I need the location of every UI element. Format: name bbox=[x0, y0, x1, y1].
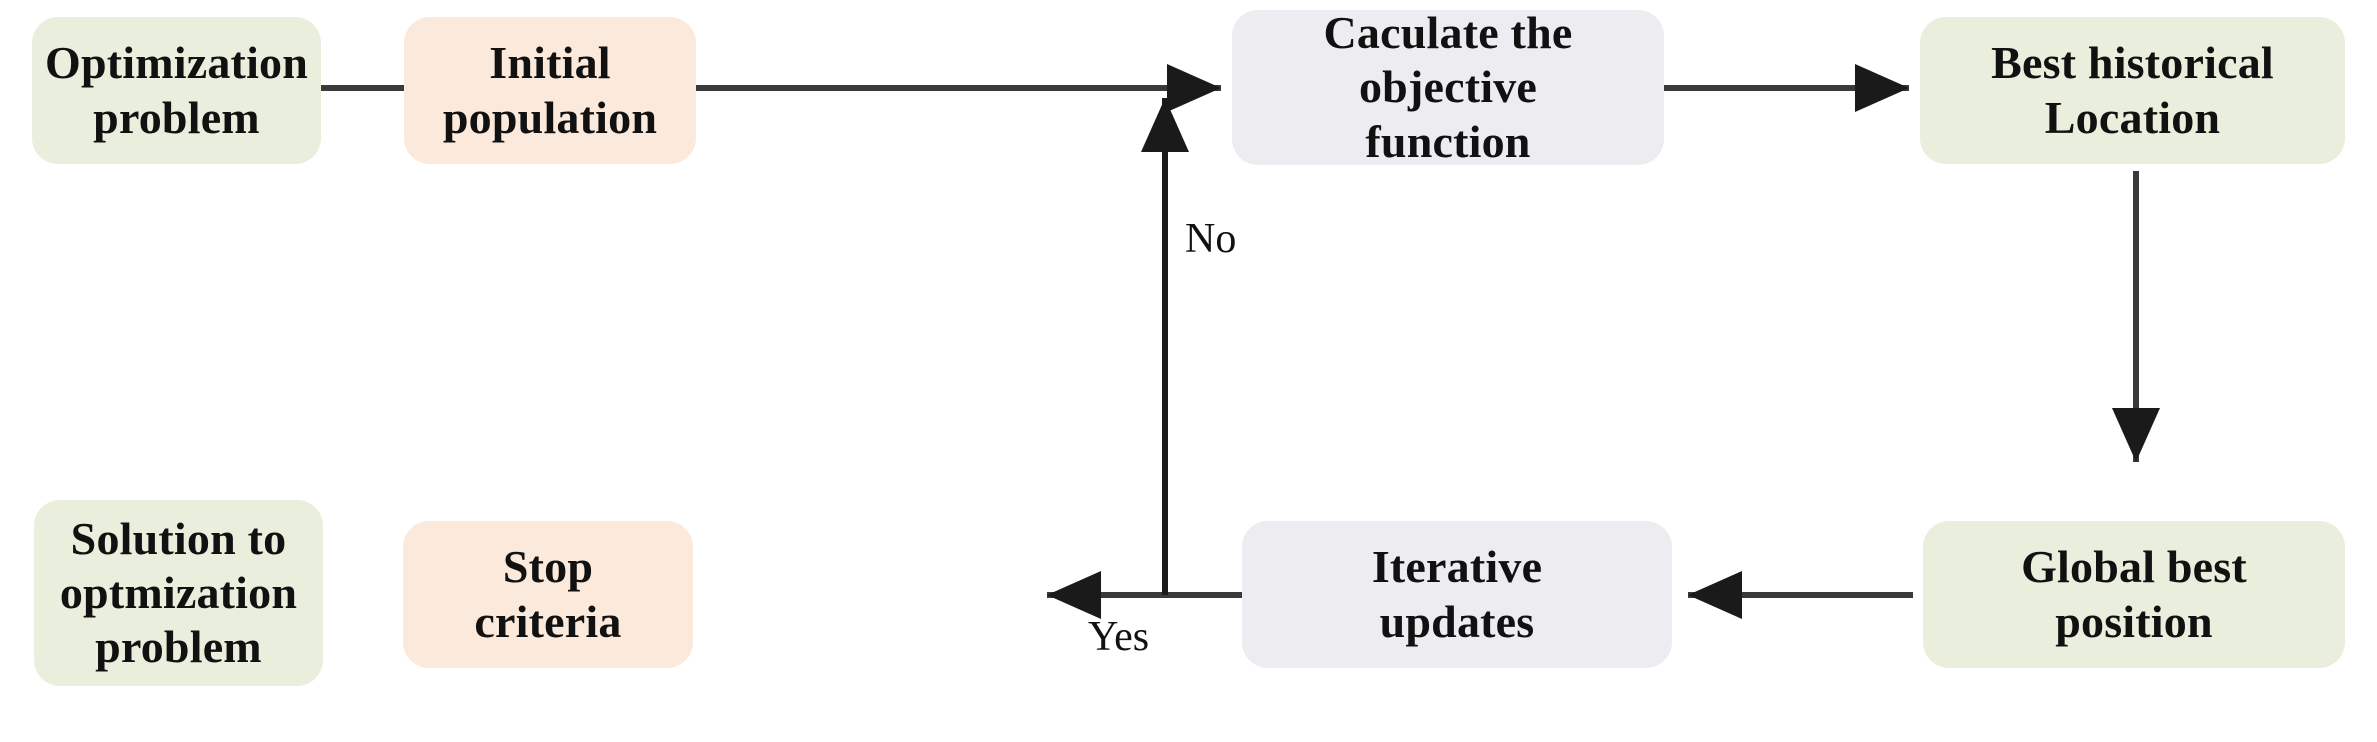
node-stop-criteria[interactable]: Stop criteria bbox=[403, 521, 693, 668]
node-best-historical-location[interactable]: Best historical Location bbox=[1920, 17, 2345, 164]
node-iterative-updates[interactable]: Iterative updates bbox=[1242, 521, 1672, 668]
edge-label-yes: Yes bbox=[1088, 614, 1150, 660]
node-solution-to-optimization-problem[interactable]: Solution to optmization problem bbox=[34, 500, 323, 686]
node-global-best-position[interactable]: Global best position bbox=[1923, 521, 2345, 668]
edge-label-no: No bbox=[1185, 216, 1237, 262]
node-optimization-problem[interactable]: Optimization problem bbox=[32, 17, 321, 164]
node-initial-population[interactable]: Initial population bbox=[404, 17, 696, 164]
node-calculate-objective-function[interactable]: Caculate the objective function bbox=[1232, 7, 1664, 167]
